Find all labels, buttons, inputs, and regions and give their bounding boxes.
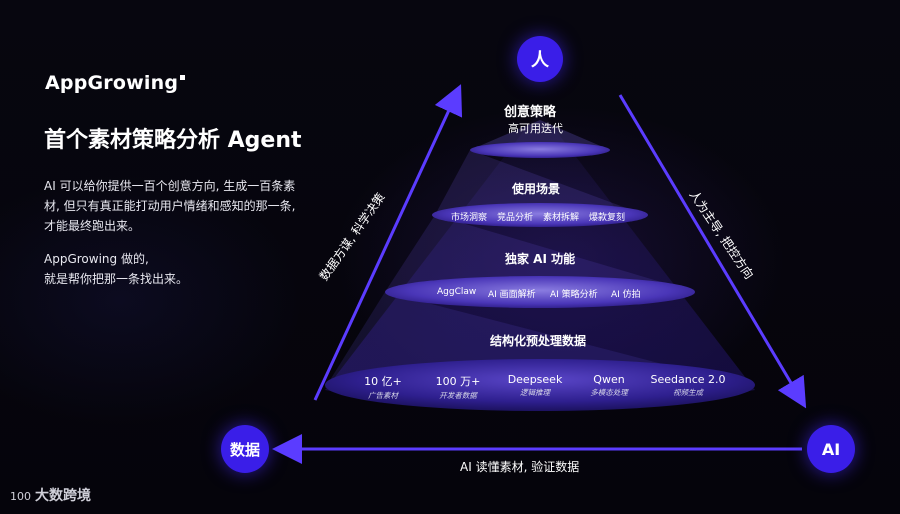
footer-mark: 100 — [10, 490, 31, 503]
page-title: 首个素材策略分析 Agent — [44, 128, 302, 153]
level3-tag: AI 画面解析 — [488, 290, 536, 300]
pyramid-glow — [470, 120, 610, 150]
level3-disc — [385, 276, 695, 308]
level4-item: Seedance 2.0 视频生成 — [650, 373, 726, 398]
level2-tag: 爆款复刻 — [589, 213, 626, 223]
level1-disc — [470, 142, 610, 158]
description-paragraph-2: AppGrowing 做的, 就是帮你把那一条找出来。 — [44, 249, 309, 289]
data-node: 数据 — [221, 425, 269, 473]
level3-tag: AI 仿拍 — [611, 290, 641, 300]
ai-node: AI — [807, 425, 855, 473]
description-line-2: 就是帮你把那一条找出来。 — [44, 272, 189, 286]
level2-tag: 竞品分析 — [497, 213, 534, 223]
brand-logo: AppGrowing — [45, 72, 186, 94]
level3-tag: AggClaw — [437, 287, 477, 297]
left-arrow — [313, 84, 463, 401]
item-sub: 开发者数据 — [439, 391, 477, 400]
description-paragraph-1: AI 可以给你提供一百个创意方向, 生成一百条素材, 但只有真正能打动用户情绪和… — [44, 179, 296, 233]
item-value: 10 亿+ — [364, 375, 402, 388]
level1-title: 创意策略 — [504, 105, 557, 120]
item-sub: 视频生成 — [673, 388, 703, 397]
item-sub: 逻辑推理 — [520, 388, 550, 397]
item-value: Seedance 2.0 — [650, 373, 726, 386]
item-value: Qwen — [593, 373, 625, 386]
level3-title: 独家 AI 功能 — [505, 252, 576, 266]
logo-square-icon — [180, 75, 186, 80]
item-sub: 多模态处理 — [590, 388, 628, 397]
level3-tag: AI 策略分析 — [550, 290, 598, 300]
level2-tag: 素材拆解 — [543, 213, 580, 223]
footer-text: 大数跨境 — [35, 488, 91, 504]
item-value: 100 万+ — [435, 375, 481, 388]
level1-subtitle: 高可用迭代 — [508, 122, 563, 135]
human-node: 人 — [517, 36, 563, 82]
item-sub: 广告素材 — [368, 391, 398, 400]
level2-tag: 市场洞察 — [451, 213, 488, 223]
level4-item: 10 亿+ 广告素材 — [358, 373, 408, 401]
pyramid-body — [325, 110, 755, 410]
footer-watermark: 100 大数跨境 — [10, 485, 91, 505]
level2-title: 使用场景 — [512, 182, 561, 196]
level4-title: 结构化预处理数据 — [490, 334, 587, 348]
level2-disc — [432, 203, 648, 227]
level4-item: Qwen 多模态处理 — [583, 373, 635, 398]
bottom-edge-label: AI 读懂素材, 验证数据 — [460, 460, 580, 474]
logo-text: AppGrowing — [45, 72, 179, 94]
right-arrow — [618, 94, 807, 409]
level4-item: 100 万+ 开发者数据 — [430, 373, 486, 401]
level4-disc — [325, 359, 755, 411]
description-line-1: AppGrowing 做的, — [44, 252, 149, 266]
description: AI 可以给你提供一百个创意方向, 生成一百条素材, 但只有真正能打动用户情绪和… — [44, 176, 309, 289]
item-value: Deepseek — [507, 373, 563, 386]
level4-item: Deepseek 逻辑推理 — [505, 373, 565, 398]
